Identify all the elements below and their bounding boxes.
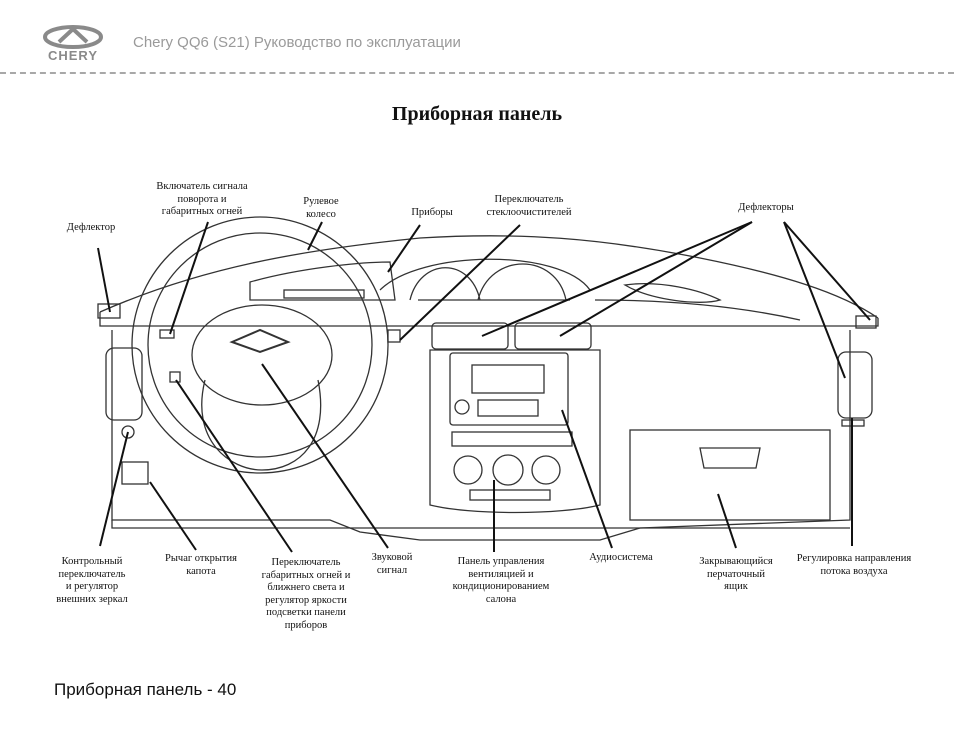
label-mirror-control: Контрольный переключатель и регулятор вн… [56,556,128,605]
label-instruments: Приборы [411,207,453,218]
logo-wordmark: CHERY [47,48,99,63]
page-title: Приборная панель [391,103,563,125]
header-divider [0,72,954,74]
label-climate-panel: Панель управления вентиляцией и кондицио… [452,556,550,605]
chery-logo-icon [43,25,103,49]
label-turn-signal-switch: Включатель сигнала поворота и габаритных… [156,181,248,217]
label-steering-wheel: Рулевое колесо [303,196,339,220]
label-horn: Звуковой сигнал [371,552,413,576]
label-wiper-switch: Переключатель стеклоочистителей [486,194,572,218]
label-audio-system: Аудиосистема [589,552,653,563]
label-deflector: Дефлектор [66,222,116,233]
label-deflectors: Дефлекторы [738,202,794,213]
label-light-switch: Переключатель габаритных огней и ближнег… [261,557,351,631]
page-footer: Приборная панель - 40 [54,680,237,699]
label-airflow-adjustment: Регулировка направления потока воздуха [796,553,912,577]
label-hood-lever: Рычаг открытия капота [165,553,237,577]
label-glovebox: Закрывающийся перчаточный ящик [699,556,773,592]
manual-title: Chery QQ6 (S21) Руководство по эксплуата… [133,34,461,51]
